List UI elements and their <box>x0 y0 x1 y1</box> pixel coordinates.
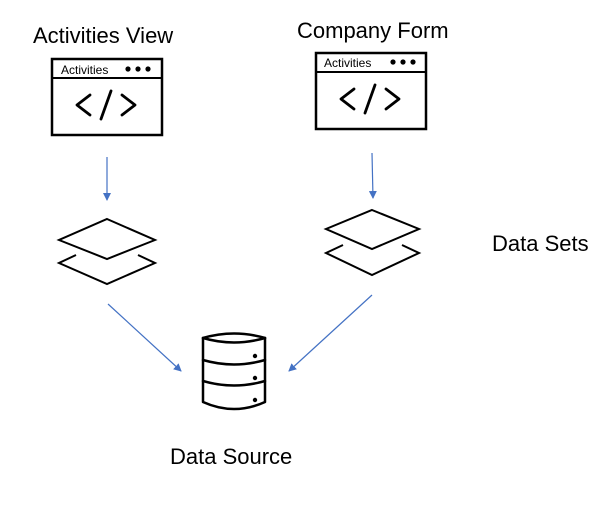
code-icon <box>339 83 401 115</box>
code-icon <box>75 89 137 121</box>
right-layers-icon <box>323 208 422 277</box>
company-form-window-icon: Activities <box>314 51 428 131</box>
arrow-form-to-dataset <box>368 152 377 199</box>
data-sets-label: Data Sets <box>492 231 589 256</box>
left-layers-icon <box>56 217 158 286</box>
window-dots-icon <box>390 59 416 65</box>
arrow-left-dataset-to-source <box>107 303 182 372</box>
company-form-window-title: Activities <box>324 56 371 70</box>
activities-view-window-icon: Activities <box>50 57 164 137</box>
company-form-label: Company Form <box>297 18 449 43</box>
database-icon <box>201 332 267 411</box>
arrow-right-dataset-to-source <box>288 294 373 372</box>
window-dots-icon <box>125 66 151 72</box>
activities-view-window-title: Activities <box>61 63 108 77</box>
activities-view-label: Activities View <box>33 23 174 48</box>
data-source-label: Data Source <box>170 444 293 469</box>
